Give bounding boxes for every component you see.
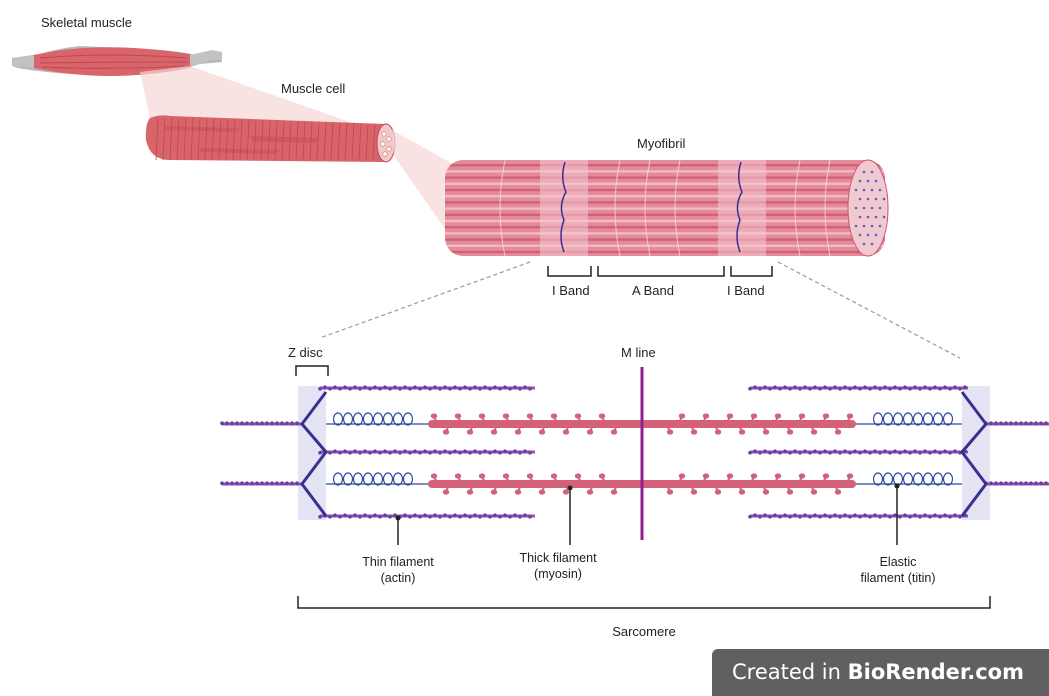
z-disc-label: Z disc (288, 345, 323, 360)
sarcomere-illustration (220, 367, 1049, 540)
thick-filament-label-1: Thick filament (519, 551, 597, 565)
m-line-label: M line (621, 345, 656, 360)
i-band-left-label: I Band (552, 283, 590, 298)
biorender-watermark: Created in BioRender.com (712, 649, 1049, 696)
thin-filament-label-2: (actin) (381, 571, 416, 585)
sarcomere-bracket (298, 596, 990, 608)
z-disc-bracket (296, 366, 328, 376)
i-band-right-label: I Band (727, 283, 765, 298)
myofibril-illustration (445, 160, 888, 256)
thin-filament-label-1: Thin filament (362, 555, 434, 569)
elastic-filament-label-2: filament (titin) (860, 571, 935, 585)
a-band-label: A Band (632, 283, 674, 298)
zoom-dashed-left (320, 262, 530, 338)
skeletal-muscle-label: Skeletal muscle (41, 15, 132, 30)
watermark-brand: BioRender.com (848, 660, 1024, 684)
band-brackets (548, 266, 772, 276)
zoom-dashed-right (778, 262, 960, 358)
muscle-cell-label: Muscle cell (281, 81, 345, 96)
thick-filament-label-2: (myosin) (534, 567, 582, 581)
muscle-cell-illustration (146, 115, 395, 162)
watermark-prefix: Created in (732, 660, 848, 684)
myofibril-label: Myofibril (637, 136, 686, 151)
elastic-filament-label-1: Elastic (880, 555, 917, 569)
sarcomere-label: Sarcomere (612, 624, 676, 639)
